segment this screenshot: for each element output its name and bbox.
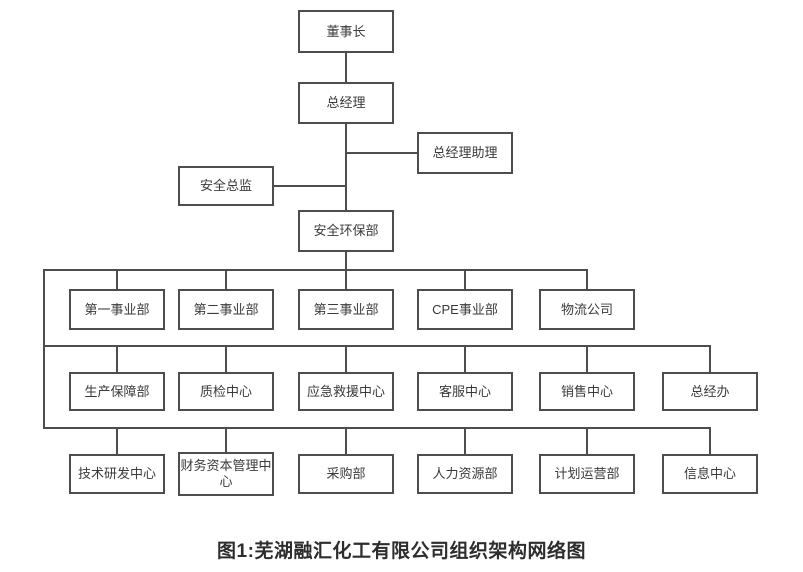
org-node-label: 董事长 [326, 23, 366, 39]
org-node-label: 采购部 [326, 466, 366, 481]
org-node-emergency-rescue: 应急救援中心 [298, 372, 394, 411]
org-node-chairman: 董事长 [298, 10, 394, 53]
org-node-safety-director: 安全总监 [178, 166, 274, 206]
org-node-quality-inspection: 质检中心 [178, 372, 274, 411]
connector-drop [116, 345, 118, 373]
connector-drop [345, 269, 347, 290]
org-node-label: 客服中心 [438, 383, 491, 399]
connector-drop [345, 427, 347, 455]
org-node-label: CPE事业部 [432, 301, 498, 317]
org-node-procurement: 采购部 [298, 454, 394, 494]
org-node-production-support: 生产保障部 [69, 372, 165, 411]
org-node-info-center: 信息中心 [662, 454, 758, 494]
connector-drop [116, 269, 118, 290]
connector-drop [709, 427, 711, 455]
org-node-label: 生产保障部 [84, 383, 150, 399]
org-node-finance-capital-center: 财务资本管理中心 [178, 452, 274, 496]
org-node-business-div-3: 第三事业部 [298, 289, 394, 330]
org-node-label: 技术研发中心 [77, 466, 156, 481]
connector-drop [345, 345, 347, 373]
org-node-hr-dept: 人力资源部 [417, 454, 513, 494]
connector-safety-director [274, 185, 347, 187]
org-node-label: 安全环保部 [313, 223, 379, 238]
org-node-safety-env-dept: 安全环保部 [298, 210, 394, 252]
org-node-label: 物流公司 [560, 301, 613, 317]
connector-chairman-gm [345, 53, 347, 82]
connector-rail-row2 [43, 345, 711, 347]
org-node-label: 信息中心 [683, 466, 736, 481]
org-node-label: 第三事业部 [313, 301, 379, 317]
connector-rail-row3 [43, 427, 711, 429]
org-node-logistics-company: 物流公司 [539, 289, 635, 330]
connector-drop [225, 345, 227, 373]
org-node-business-div-1: 第一事业部 [69, 289, 165, 330]
connector-drop [709, 345, 711, 373]
connector-drop [225, 427, 227, 455]
org-node-label: 总经办 [690, 383, 730, 399]
org-node-label: 总经理助理 [432, 145, 498, 160]
org-node-sales-center: 销售中心 [539, 372, 635, 411]
org-node-general-manager: 总经理 [298, 82, 394, 124]
connector-drop [116, 427, 118, 455]
org-node-label: 总经理 [326, 95, 366, 110]
org-node-gm-assistant: 总经理助理 [417, 132, 513, 174]
org-node-tech-rd-center: 技术研发中心 [69, 454, 165, 494]
connector-gm-assistant [345, 152, 417, 154]
org-node-label: 应急救援中心 [306, 383, 385, 399]
org-node-label: 安全总监 [199, 178, 252, 193]
org-node-label: 计划运营部 [554, 466, 620, 481]
org-node-gm-office: 总经办 [662, 372, 758, 411]
org-node-customer-service: 客服中心 [417, 372, 513, 411]
org-node-label: 质检中心 [199, 383, 252, 399]
connector-drop [464, 269, 466, 290]
connector-safety-env-tree [345, 252, 347, 270]
org-node-label: 第二事业部 [193, 301, 259, 317]
connector-left-spine [43, 269, 45, 429]
org-node-business-div-2: 第二事业部 [178, 289, 274, 330]
connector-gm-safety-env [345, 124, 347, 210]
connector-rail-row1 [43, 269, 588, 271]
figure-caption: 图1:芜湖融汇化工有限公司组织架构网络图 [217, 541, 586, 562]
org-node-label: 财务资本管理中心 [180, 458, 272, 489]
connector-drop [586, 345, 588, 373]
connector-drop [464, 345, 466, 373]
org-node-label: 第一事业部 [84, 301, 150, 317]
org-node-label: 销售中心 [560, 383, 613, 399]
connector-drop [586, 427, 588, 455]
org-node-label: 人力资源部 [432, 466, 498, 481]
org-node-planning-operations: 计划运营部 [539, 454, 635, 494]
connector-drop [464, 427, 466, 455]
org-node-cpe-division: CPE事业部 [417, 289, 513, 330]
connector-drop [586, 269, 588, 290]
connector-drop [225, 269, 227, 290]
